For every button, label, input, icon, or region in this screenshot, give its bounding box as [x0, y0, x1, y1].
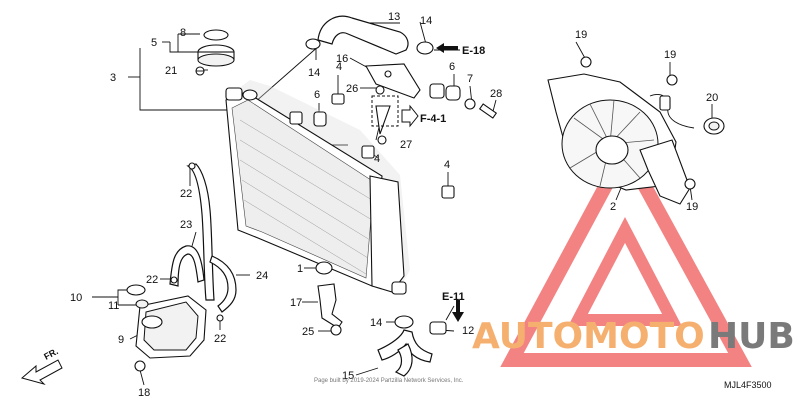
label-part-22b: 22: [146, 274, 158, 286]
small-parts: [313, 85, 455, 199]
fan-connector-20: [703, 117, 725, 135]
label-part-4b: 4: [374, 153, 380, 165]
reserve-tank: [135, 295, 207, 359]
diagram-code: MJL4F3500: [724, 380, 772, 390]
upper-hose: [317, 15, 409, 55]
label-part-8: 8: [180, 27, 186, 39]
watermark-text-part1: AUTOMOTO: [472, 316, 705, 357]
label-part-11: 11: [108, 300, 119, 312]
ref-f41-box: [371, 95, 419, 128]
label-part-20: 20: [706, 92, 718, 104]
label-part-23: 23: [180, 219, 192, 231]
label-part-1: 1: [297, 263, 303, 275]
label-part-9: 9: [118, 334, 124, 346]
label-part-14a: 14: [420, 15, 432, 27]
lower-mount: [315, 261, 343, 336]
label-part-2: 2: [610, 201, 616, 213]
lower-hose: [377, 329, 433, 377]
label-part-21: 21: [165, 65, 177, 77]
front-direction-arrow: [20, 359, 63, 385]
part-number-labels: 1 2 3 4 4 4 5 6 6 7 8 9 10 11 12 13 14 1…: [70, 11, 718, 399]
label-part-14c: 14: [370, 317, 382, 329]
label-part-16: 16: [336, 53, 348, 65]
label-part-10: 10: [70, 292, 82, 304]
bolt-18: [134, 360, 146, 372]
tank-cap: [126, 284, 149, 309]
label-part-12: 12: [462, 325, 474, 337]
watermark-triangle: [500, 135, 752, 367]
copyright-text: Page built by 2019-2024 Partzilla Networ…: [314, 378, 464, 384]
front-label: FR.: [42, 346, 59, 362]
overflow-hoses: [169, 162, 237, 322]
label-part-28: 28: [490, 88, 502, 100]
label-part-13: 13: [388, 11, 400, 23]
label-part-4c: 4: [444, 159, 450, 171]
label-part-18: 18: [138, 387, 150, 399]
label-part-22a: 22: [180, 188, 192, 200]
bracket-16: [365, 63, 421, 99]
label-part-19b: 19: [664, 49, 676, 61]
hose-clamps: [305, 38, 434, 329]
label-part-4a: 4: [336, 61, 342, 73]
label-part-6a: 6: [314, 89, 320, 101]
label-part-15: 15: [342, 370, 354, 382]
label-part-26: 26: [346, 83, 358, 95]
hose-joint-12: [429, 321, 447, 335]
label-part-24: 24: [256, 270, 268, 282]
label-part-3: 3: [110, 72, 116, 84]
label-part-25: 25: [302, 326, 314, 338]
ref-f41: F-4-1: [420, 113, 446, 125]
watermark-text-part2: HUB: [708, 316, 795, 357]
label-part-27: 27: [400, 139, 412, 151]
fan-bolts: [580, 56, 696, 190]
label-part-14b: 14: [308, 67, 320, 79]
ref-e18: E-18: [462, 45, 485, 57]
label-part-19c: 19: [686, 201, 698, 213]
watermark-logo: AUTOMOTO HUB: [472, 316, 795, 357]
ref-e11: E-11: [442, 291, 465, 303]
cooling-fan: [547, 73, 695, 205]
label-part-17: 17: [290, 297, 302, 309]
label-part-7: 7: [467, 73, 473, 85]
ref-e11-arrow: [452, 300, 464, 322]
radiator-cap: [197, 29, 235, 67]
radiator: [225, 80, 410, 295]
reference-labels: E-18 F-4-1 E-11: [420, 45, 485, 303]
label-part-6b: 6: [449, 61, 455, 73]
ref-e18-arrow: [436, 43, 458, 53]
label-part-22c: 22: [214, 333, 226, 345]
label-part-19a: 19: [575, 29, 587, 41]
bolt-21: [195, 66, 205, 76]
label-part-5: 5: [151, 37, 157, 49]
mount-rubbers: [429, 83, 498, 119]
